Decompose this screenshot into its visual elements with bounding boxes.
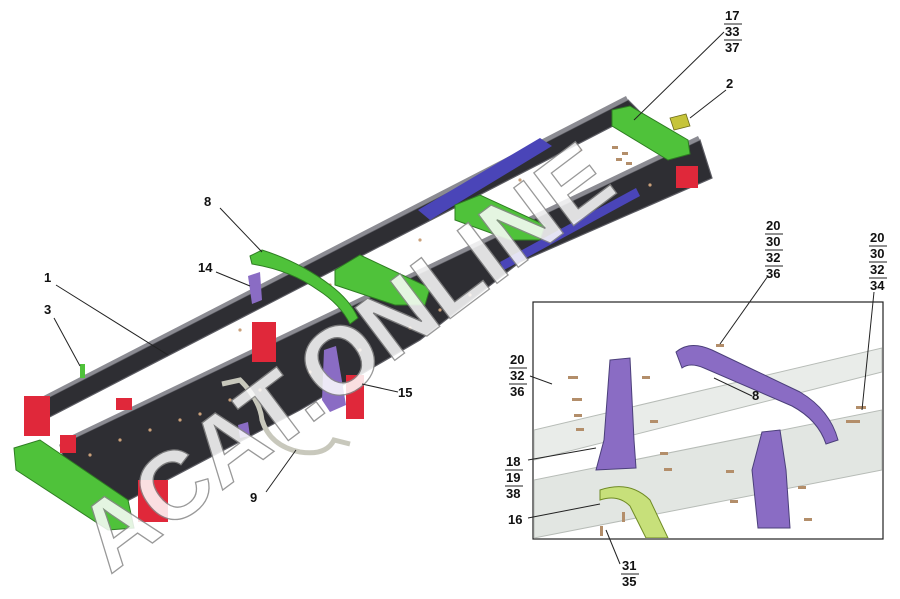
arched-crossmember [249, 249, 359, 325]
spring-bracket-rear-left-b [60, 435, 76, 453]
frame-assembly [13, 96, 713, 531]
callout-32b: 32 [870, 262, 884, 277]
callout-2: 2 [726, 76, 733, 91]
inset-bracket-right [751, 429, 791, 529]
bracket-mount-violet [322, 346, 346, 412]
callout-33: 33 [725, 24, 739, 39]
callout-20b: 20 [870, 230, 884, 245]
callout-stack-20-left: 20 32 36 [509, 352, 527, 399]
sensor-3 [80, 364, 85, 378]
callout-17: 17 [725, 8, 739, 23]
frame-liner-lower [500, 188, 640, 270]
callout-8-inset: 8 [752, 388, 759, 403]
bolt-set-17 [612, 146, 632, 165]
callout-stack-20-top: 20 30 32 36 [765, 218, 783, 281]
inset-arched-crossmember-8 [675, 345, 839, 445]
callout-3: 3 [44, 302, 51, 317]
bracket-part-2 [669, 113, 691, 131]
exhaust-pipe [221, 377, 351, 456]
mid-crossmember-b [334, 254, 431, 306]
inset-bracket-18 [595, 357, 637, 471]
callout-8: 8 [204, 194, 211, 209]
frame-rail-left-top [28, 96, 628, 408]
leader-lines [53, 31, 875, 565]
callout-18: 18 [506, 454, 520, 469]
callout-32a: 32 [766, 250, 780, 265]
callout-38: 38 [506, 486, 520, 501]
callout-1: 1 [44, 270, 51, 285]
callout-30a: 30 [766, 234, 780, 249]
detail-inset [532, 301, 884, 540]
callout-32c: 32 [510, 368, 524, 383]
spring-bracket-mid [252, 322, 276, 362]
callout-9: 9 [250, 490, 257, 505]
callout-16: 16 [508, 512, 522, 527]
bracket-14 [248, 272, 262, 304]
rear-crossmember [611, 105, 691, 161]
mid-crossmember-a [454, 194, 546, 241]
spring-bracket-15 [346, 375, 364, 419]
callout-20c: 20 [510, 352, 524, 367]
callout-35: 35 [622, 574, 636, 589]
front-crossmember [13, 439, 135, 531]
callout-19: 19 [506, 470, 520, 485]
callout-30b: 30 [870, 246, 884, 261]
callout-stack-18: 18 19 38 [505, 454, 523, 501]
inset-bolts [568, 344, 866, 536]
callout-20a: 20 [766, 218, 780, 233]
spring-bracket-front-left [138, 480, 168, 522]
frame-liner-upper [418, 138, 552, 220]
callout-36a: 36 [766, 266, 780, 281]
spring-bracket-rear-left [24, 396, 50, 436]
callout-stack-17: 17 33 37 [724, 8, 742, 55]
bumper-bracket [116, 398, 132, 410]
spring-bracket-rear-right [676, 166, 698, 188]
callout-15: 15 [398, 385, 412, 400]
callout-stack-31: 31 35 [621, 558, 639, 589]
callout-34b: 34 [870, 278, 885, 293]
callout-stack-20-right: 20 30 32 34 [869, 230, 887, 293]
inset-crossmember-16 [599, 486, 669, 538]
bracket-small-violet [238, 422, 250, 438]
callout-36c: 36 [510, 384, 524, 399]
callout-14: 14 [198, 260, 213, 275]
callout-37: 37 [725, 40, 739, 55]
callout-31: 31 [622, 558, 636, 573]
